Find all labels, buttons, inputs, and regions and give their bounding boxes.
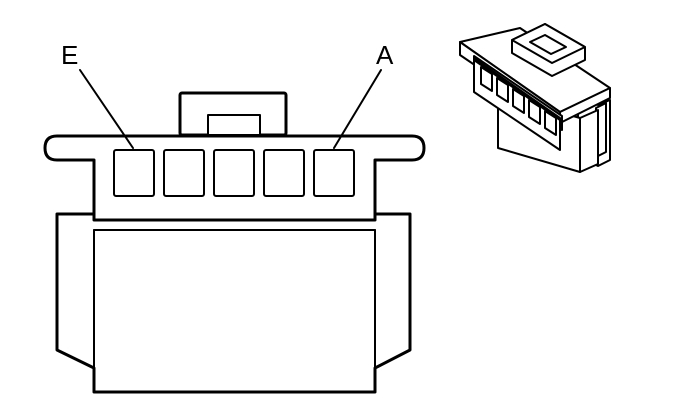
pin-label-e: E xyxy=(61,40,78,70)
terminal-cavity xyxy=(313,149,355,197)
pin-a-leader-line xyxy=(333,69,382,149)
iso-terminal-cavity xyxy=(496,77,509,103)
connector-body xyxy=(55,212,412,394)
iso-latch-slot xyxy=(529,34,567,55)
terminal-cavity xyxy=(263,149,305,197)
iso-terminal-cavities xyxy=(480,66,557,136)
iso-terminal-cavity xyxy=(512,88,525,114)
iso-body-side xyxy=(579,109,599,173)
terminal-cavities xyxy=(113,149,355,197)
connector-front-view: E A xyxy=(43,40,426,394)
iso-terminal-cavity xyxy=(528,99,541,125)
terminal-cavity xyxy=(163,149,205,197)
iso-terminal-cavity xyxy=(480,66,493,92)
pin-label-a: A xyxy=(376,40,394,70)
connector-isometric-view xyxy=(459,23,611,173)
iso-terminal-cavity xyxy=(544,110,557,136)
terminal-cavity xyxy=(113,149,155,197)
pin-e-leader-line xyxy=(79,69,134,149)
latch-inner xyxy=(207,114,261,136)
terminal-cavity xyxy=(213,149,255,197)
